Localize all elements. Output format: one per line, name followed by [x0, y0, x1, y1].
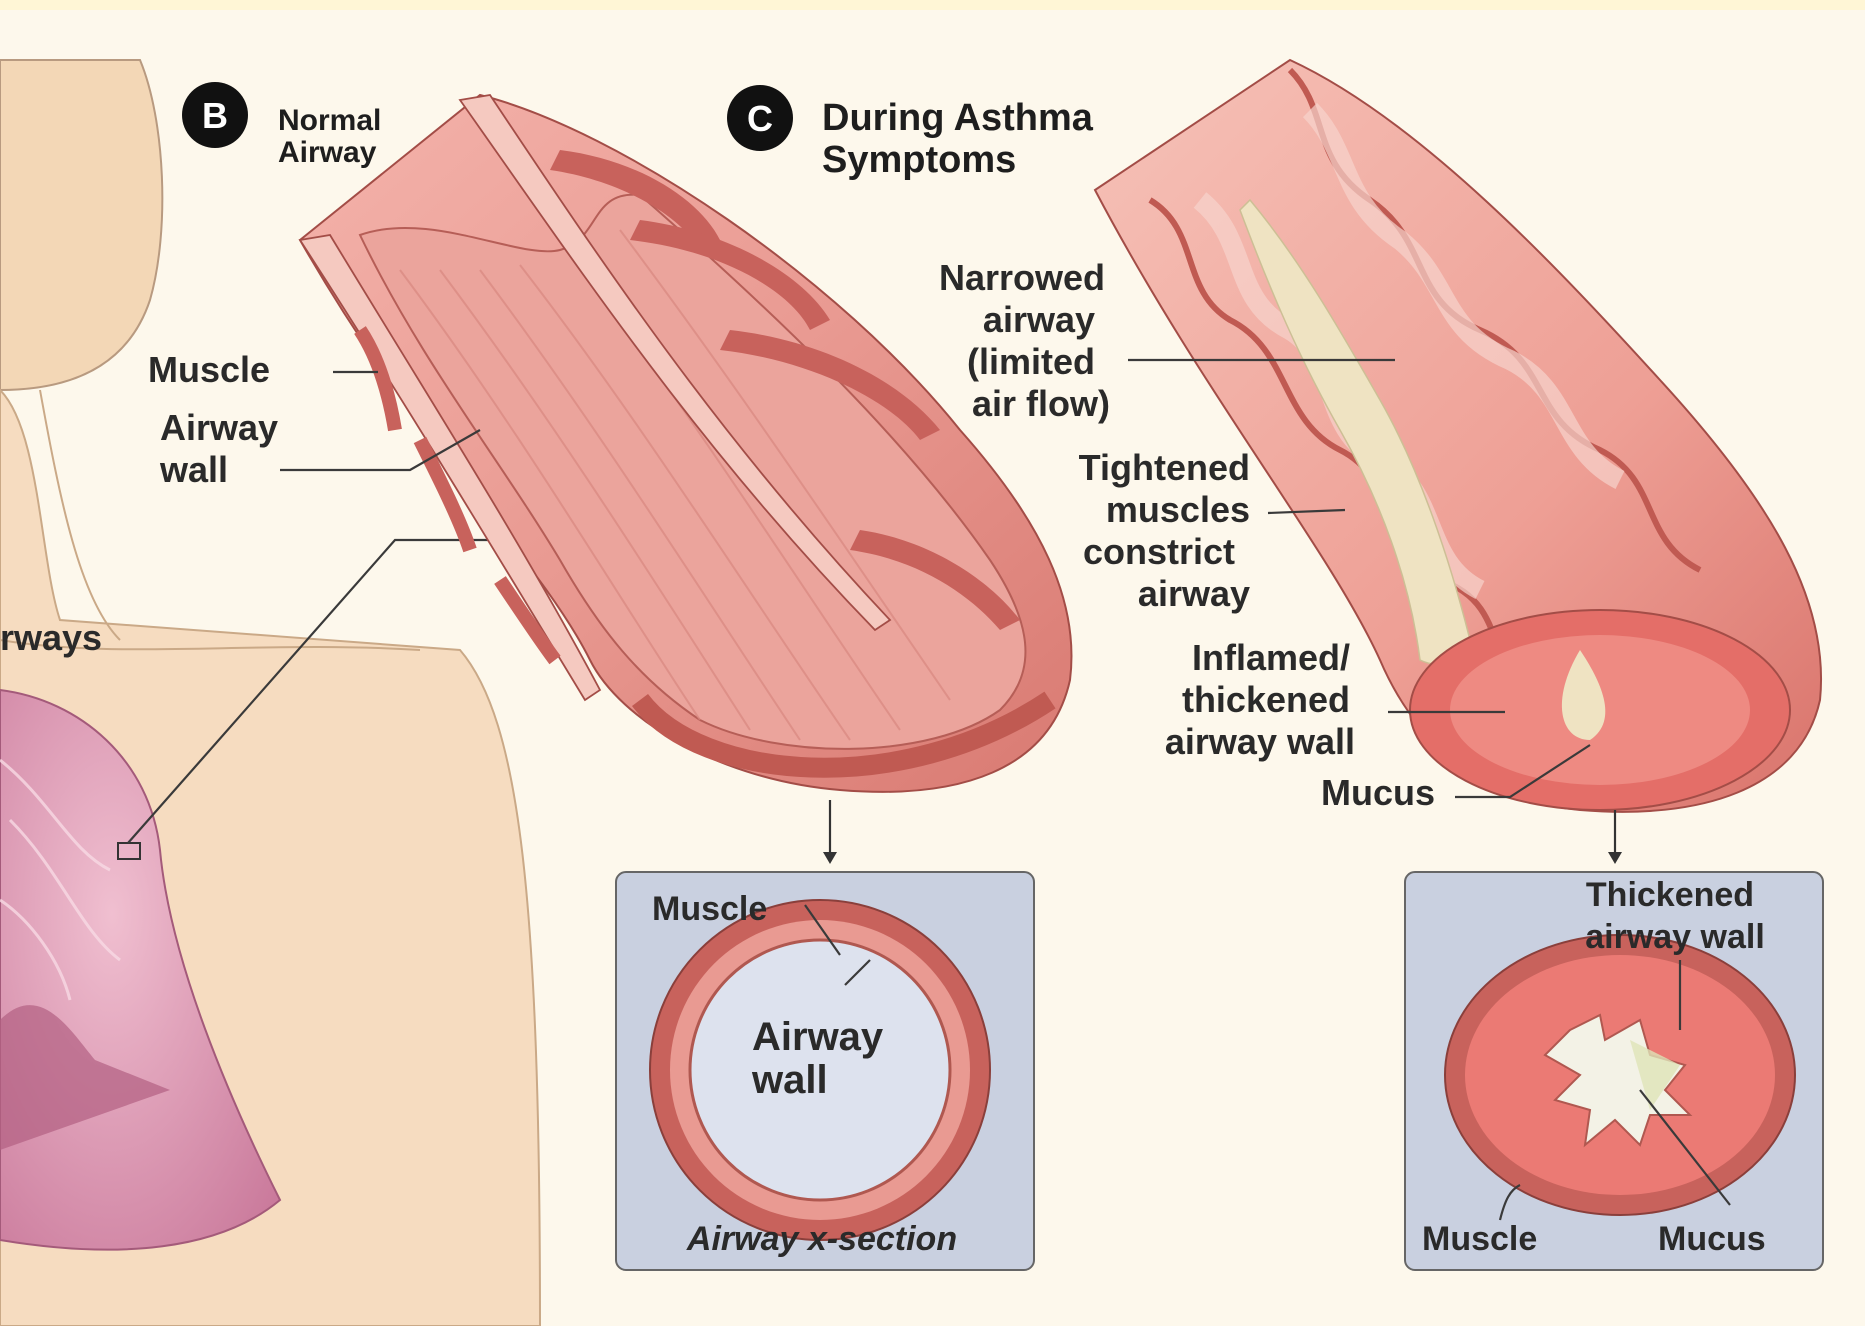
panel-c-title-line1: During Asthma [822, 97, 1094, 139]
panel-c-title: C During Asthma Symptoms [727, 85, 1094, 181]
airways-label-fragment: rways [0, 617, 102, 658]
xsec2-label-thickened-line2: airway wall [1585, 918, 1765, 956]
top-border [0, 0, 1865, 10]
label-tightened-line1: Tightened [1079, 447, 1250, 488]
xsec2-label-muscle: Muscle [1422, 1220, 1537, 1258]
label-airway-wall-line1: Airway [160, 407, 278, 448]
xsec2-label-thickened-line1: Thickened [1586, 876, 1754, 914]
label-inflamed-line2: thickened [1182, 679, 1350, 720]
label-muscle: Muscle [148, 349, 270, 390]
panel-b-title: B Normal Airway [182, 82, 381, 169]
label-inflamed-line3: airway wall [1165, 721, 1355, 762]
badge-b-letter: B [202, 95, 228, 136]
panel-b-title-line1: Normal [278, 104, 381, 137]
label-narrowed-line2: airway [983, 299, 1095, 340]
label-inflamed-line1: Inflamed/ [1192, 637, 1350, 678]
badge-c-letter: C [747, 98, 773, 139]
label-tightened-line4: airway [1138, 573, 1250, 614]
xsec-caption: Airway x-section [686, 1220, 957, 1258]
face-shape [0, 60, 162, 390]
label-narrowed-line4: air flow) [972, 383, 1110, 424]
label-narrowed-line1: Narrowed [939, 257, 1105, 298]
xsec-label-muscle: Muscle [652, 890, 767, 928]
label-tightened-line2: muscles [1106, 489, 1250, 530]
panel-b-title-line2: Airway [278, 136, 377, 169]
label-narrowed-line3: (limited [967, 341, 1095, 382]
xsec-label-airway-wall-line1: Airway [752, 1015, 884, 1059]
xsec-label-airway-wall-line2: wall [751, 1058, 828, 1102]
label-tightened-line3: constrict [1083, 531, 1235, 572]
panel-c-title-line2: Symptoms [822, 139, 1016, 181]
xsec2-label-mucus: Mucus [1658, 1220, 1766, 1258]
label-airway-wall-line2: wall [159, 449, 228, 490]
label-mucus: Mucus [1321, 772, 1435, 813]
